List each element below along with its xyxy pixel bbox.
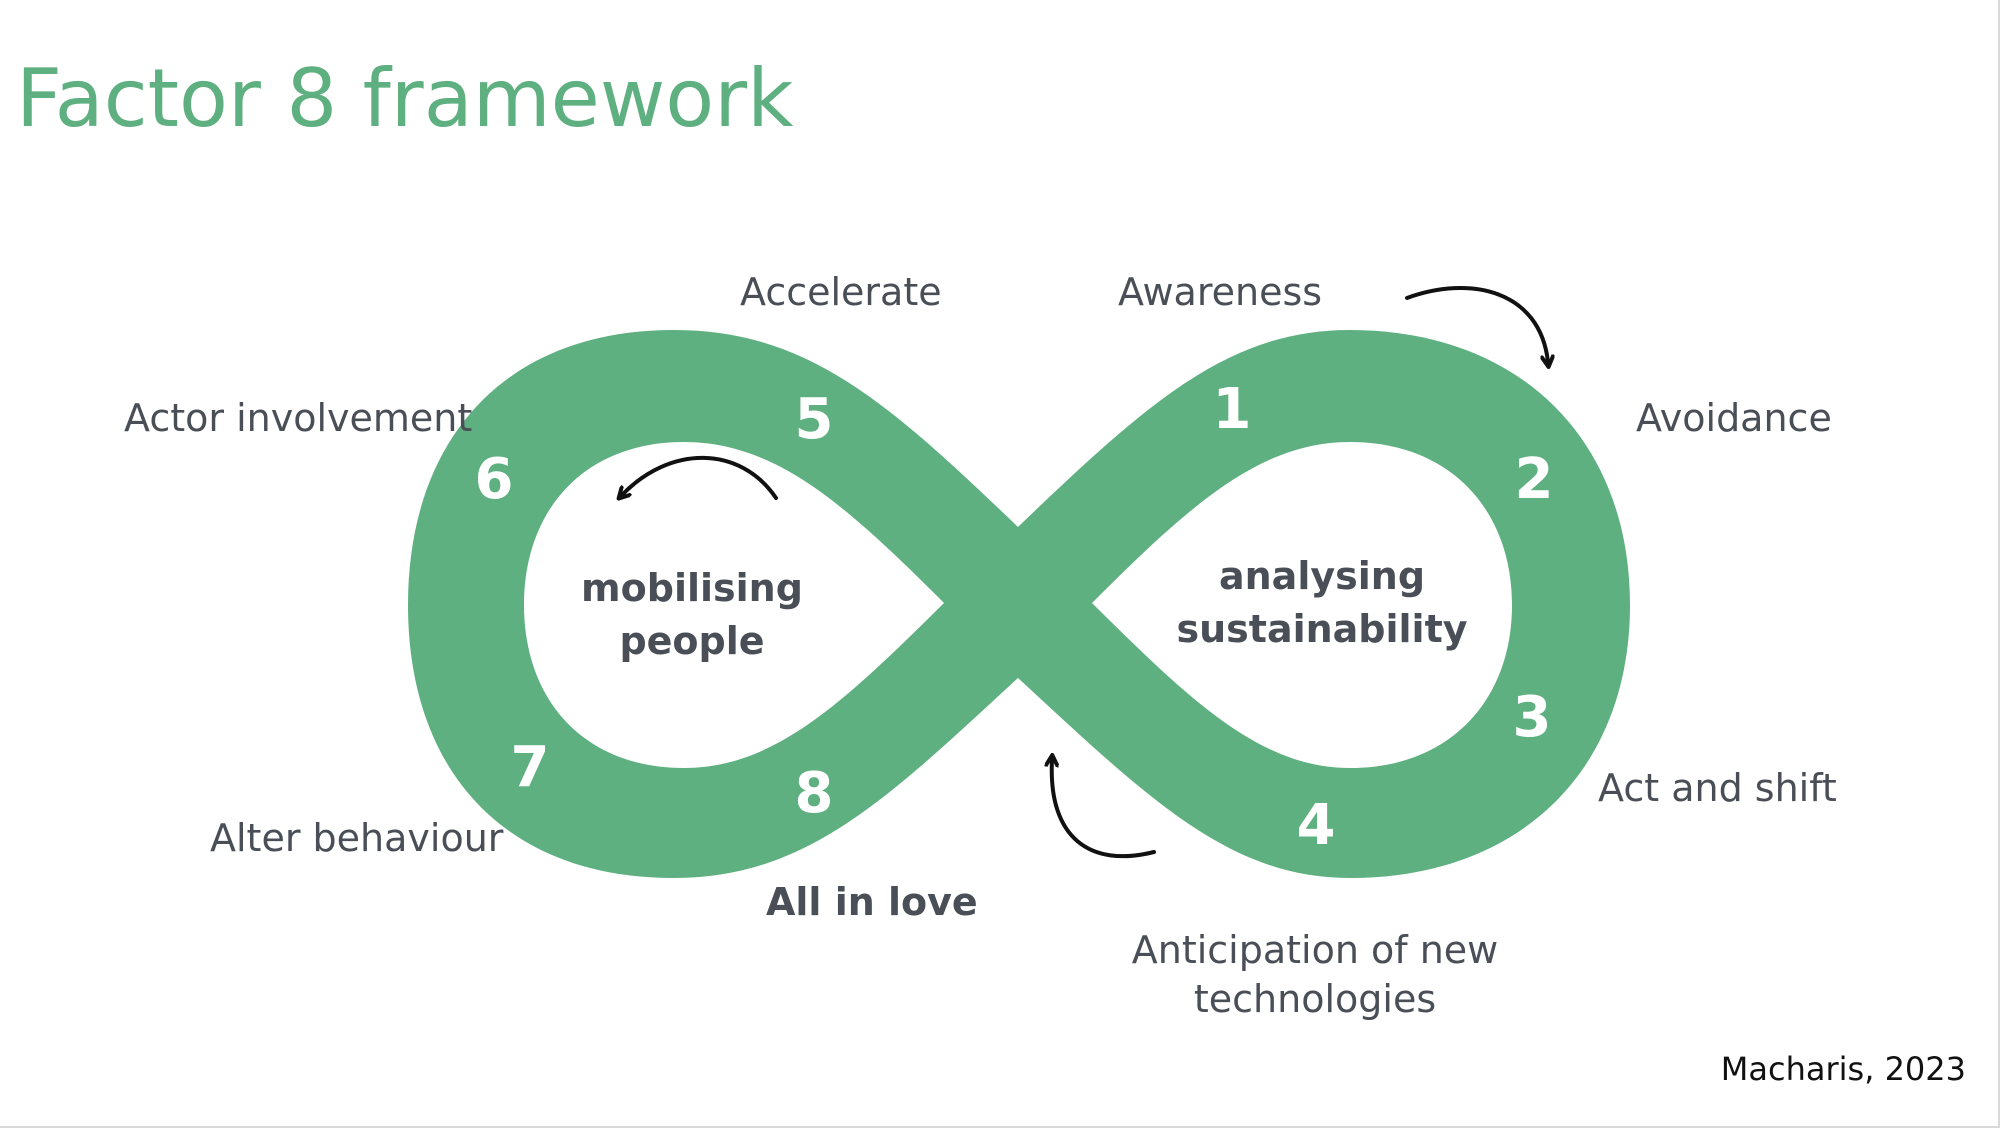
step-number-6: 6 xyxy=(474,447,514,512)
left-loop-line1: mobilising xyxy=(581,566,803,610)
page-title: Factor 8 framework xyxy=(16,52,794,145)
step-label-avoidance: Avoidance xyxy=(1636,396,1832,440)
step-label-all-in-love: All in love xyxy=(766,880,978,924)
anticipation-line1: Anticipation of new xyxy=(1131,928,1499,972)
step-number-4: 4 xyxy=(1296,793,1336,858)
step-number-3: 3 xyxy=(1512,685,1552,750)
right-loop-line1: analysing xyxy=(1218,554,1426,598)
arrow-left-loop xyxy=(622,455,778,498)
citation: Macharis, 2023 xyxy=(1720,1050,1966,1088)
step-number-5: 5 xyxy=(794,387,834,452)
step-label-awareness: Awareness xyxy=(1118,270,1323,314)
step-number-7: 7 xyxy=(510,735,550,800)
step-number-1: 1 xyxy=(1212,377,1252,442)
left-loop-label: mobilising people xyxy=(542,562,842,668)
left-loop-line2: people xyxy=(619,619,765,664)
arrow-top-right xyxy=(1405,286,1548,362)
step-label-act-and-shift: Act and shift xyxy=(1598,766,1837,810)
step-label-actor-involvement: Actor involvement xyxy=(124,396,473,440)
step-label-accelerate: Accelerate xyxy=(740,270,942,314)
step-label-anticipation: Anticipation of new technologies xyxy=(1100,926,1530,1025)
anticipation-line2: technologies xyxy=(1193,977,1437,1022)
infinity-band xyxy=(408,330,1630,878)
right-loop-label: analysing sustainability xyxy=(1172,550,1472,656)
right-loop-line2: sustainability xyxy=(1176,607,1468,652)
step-number-8: 8 xyxy=(794,761,834,826)
step-number-2: 2 xyxy=(1514,447,1554,512)
arrow-bottom-center xyxy=(1052,760,1156,859)
step-label-alter-behaviour: Alter behaviour xyxy=(210,816,504,860)
